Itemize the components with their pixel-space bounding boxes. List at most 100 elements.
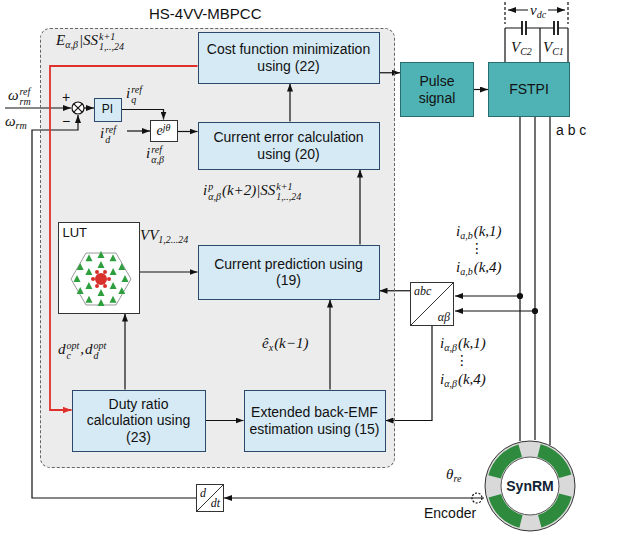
label-group: pα,β	[208, 182, 221, 202]
signal-label: θre	[446, 465, 461, 485]
label-group: i	[456, 223, 460, 239]
lut-illustration	[71, 253, 131, 305]
label-text: ref	[131, 85, 142, 95]
signal-connector	[329, 300, 330, 390]
label-text: (k−1)	[274, 335, 308, 351]
label-group: ,	[80, 341, 84, 357]
label-group: refd	[105, 125, 116, 145]
label-text: α,β	[444, 378, 457, 389]
label-group: |SS	[79, 32, 98, 48]
label-text: (k+2)|SS	[222, 182, 275, 198]
dc-link	[505, 2, 568, 62]
node-text: e	[157, 123, 163, 139]
lut-illustration	[85, 254, 92, 261]
label-group: V	[543, 39, 552, 55]
label-text: i	[440, 335, 444, 351]
label-group: i	[456, 259, 460, 275]
transform-box: ejθ	[150, 120, 178, 142]
label-text: rm	[16, 120, 27, 131]
label-text: opt	[94, 341, 107, 351]
label-group: 1,2...24	[158, 234, 188, 245]
label-text: 1,..,24	[99, 42, 124, 52]
label-text: α,β	[65, 39, 78, 50]
label-text: 1,..,24	[276, 192, 301, 202]
phase-wires	[455, 310, 535, 311]
lut-illustration	[109, 268, 116, 275]
fraction-slash	[197, 485, 223, 511]
speed-loop	[72, 102, 84, 114]
label-text: α,β	[151, 155, 164, 165]
label-group: x	[269, 342, 273, 353]
label-text: VV	[140, 227, 158, 243]
node-text: Extended back-EMF estimation using (15)	[250, 404, 380, 436]
label-group: C2	[520, 46, 532, 57]
signal-label: ωrefrm	[8, 86, 31, 107]
label-group: refq	[131, 85, 142, 105]
label-text: v	[530, 2, 537, 18]
signal-label: irefd	[100, 124, 116, 145]
node-text: Duty ratio calculation using (23)	[78, 396, 200, 444]
signal-label: êx(k−1)	[262, 334, 308, 354]
dc-link	[504, 2, 505, 24]
node-text: Pulse signal	[406, 73, 468, 105]
label-text: i	[456, 259, 460, 275]
label-text: ω	[8, 87, 19, 103]
lut-illustration	[121, 275, 128, 282]
label-group: VV	[140, 227, 158, 243]
label-group: α,β	[65, 39, 78, 50]
label-group: (k,1)	[458, 335, 486, 351]
phase-wires	[519, 117, 520, 441]
lut-illustration	[103, 270, 107, 274]
label-group: v	[530, 2, 537, 18]
label-text: ω	[5, 113, 16, 129]
label-group: re	[453, 473, 461, 484]
label-text: d	[58, 341, 66, 357]
dc-link	[522, 21, 558, 35]
signal-label: a b c	[556, 122, 586, 139]
label-group: k+11,..,24	[99, 32, 124, 52]
phase-wires	[518, 294, 523, 299]
lut-illustration	[118, 263, 125, 270]
signal-label: −	[62, 113, 70, 130]
label-text: ⋮	[455, 352, 469, 368]
lut-illustration	[97, 261, 104, 268]
label-group: i	[440, 371, 444, 387]
region-heading: HS-4VV-MBPCC	[149, 5, 502, 22]
signal-label: VV1,2...24	[140, 226, 188, 246]
speed-loop	[74, 104, 82, 112]
label-group: C1	[552, 46, 564, 57]
label-group: optc	[67, 341, 80, 361]
node-text: αβ	[438, 311, 450, 323]
lut-illustration	[85, 295, 92, 302]
signal-connector	[380, 72, 401, 73]
motor-symbol: SynRM	[484, 440, 576, 532]
label-group: ω	[5, 113, 16, 129]
label-text: d	[94, 351, 107, 361]
label-group: Encoder	[424, 505, 476, 521]
label-group: d	[85, 341, 93, 357]
label-group: dc	[537, 9, 546, 20]
label-text: ref	[151, 145, 164, 155]
label-text: a,b	[460, 266, 473, 277]
lut-illustration	[76, 287, 83, 294]
derivative-box: ddt	[196, 484, 224, 512]
signal-connector	[386, 326, 433, 421]
lut-illustration	[97, 251, 104, 258]
label-text: θ	[446, 466, 453, 482]
label-group: i	[146, 145, 150, 161]
lut-illustration	[103, 283, 107, 287]
process-box: Duty ratio calculation using (23)	[72, 390, 206, 452]
label-group: (k+2)|SS	[222, 182, 275, 198]
label-group: k+11,..,24	[276, 182, 301, 202]
label-text: α,β	[208, 192, 221, 202]
lut-illustration	[85, 282, 92, 289]
label-text: V	[511, 39, 520, 55]
node-text: Current error calculation using (20)	[204, 129, 374, 161]
node-text: jθ	[163, 122, 171, 133]
feedback-connector	[50, 66, 198, 410]
motor-illustration	[485, 441, 575, 531]
lut-illustration	[85, 268, 92, 275]
lut-illustration	[97, 289, 104, 296]
lut-illustration	[107, 277, 111, 281]
